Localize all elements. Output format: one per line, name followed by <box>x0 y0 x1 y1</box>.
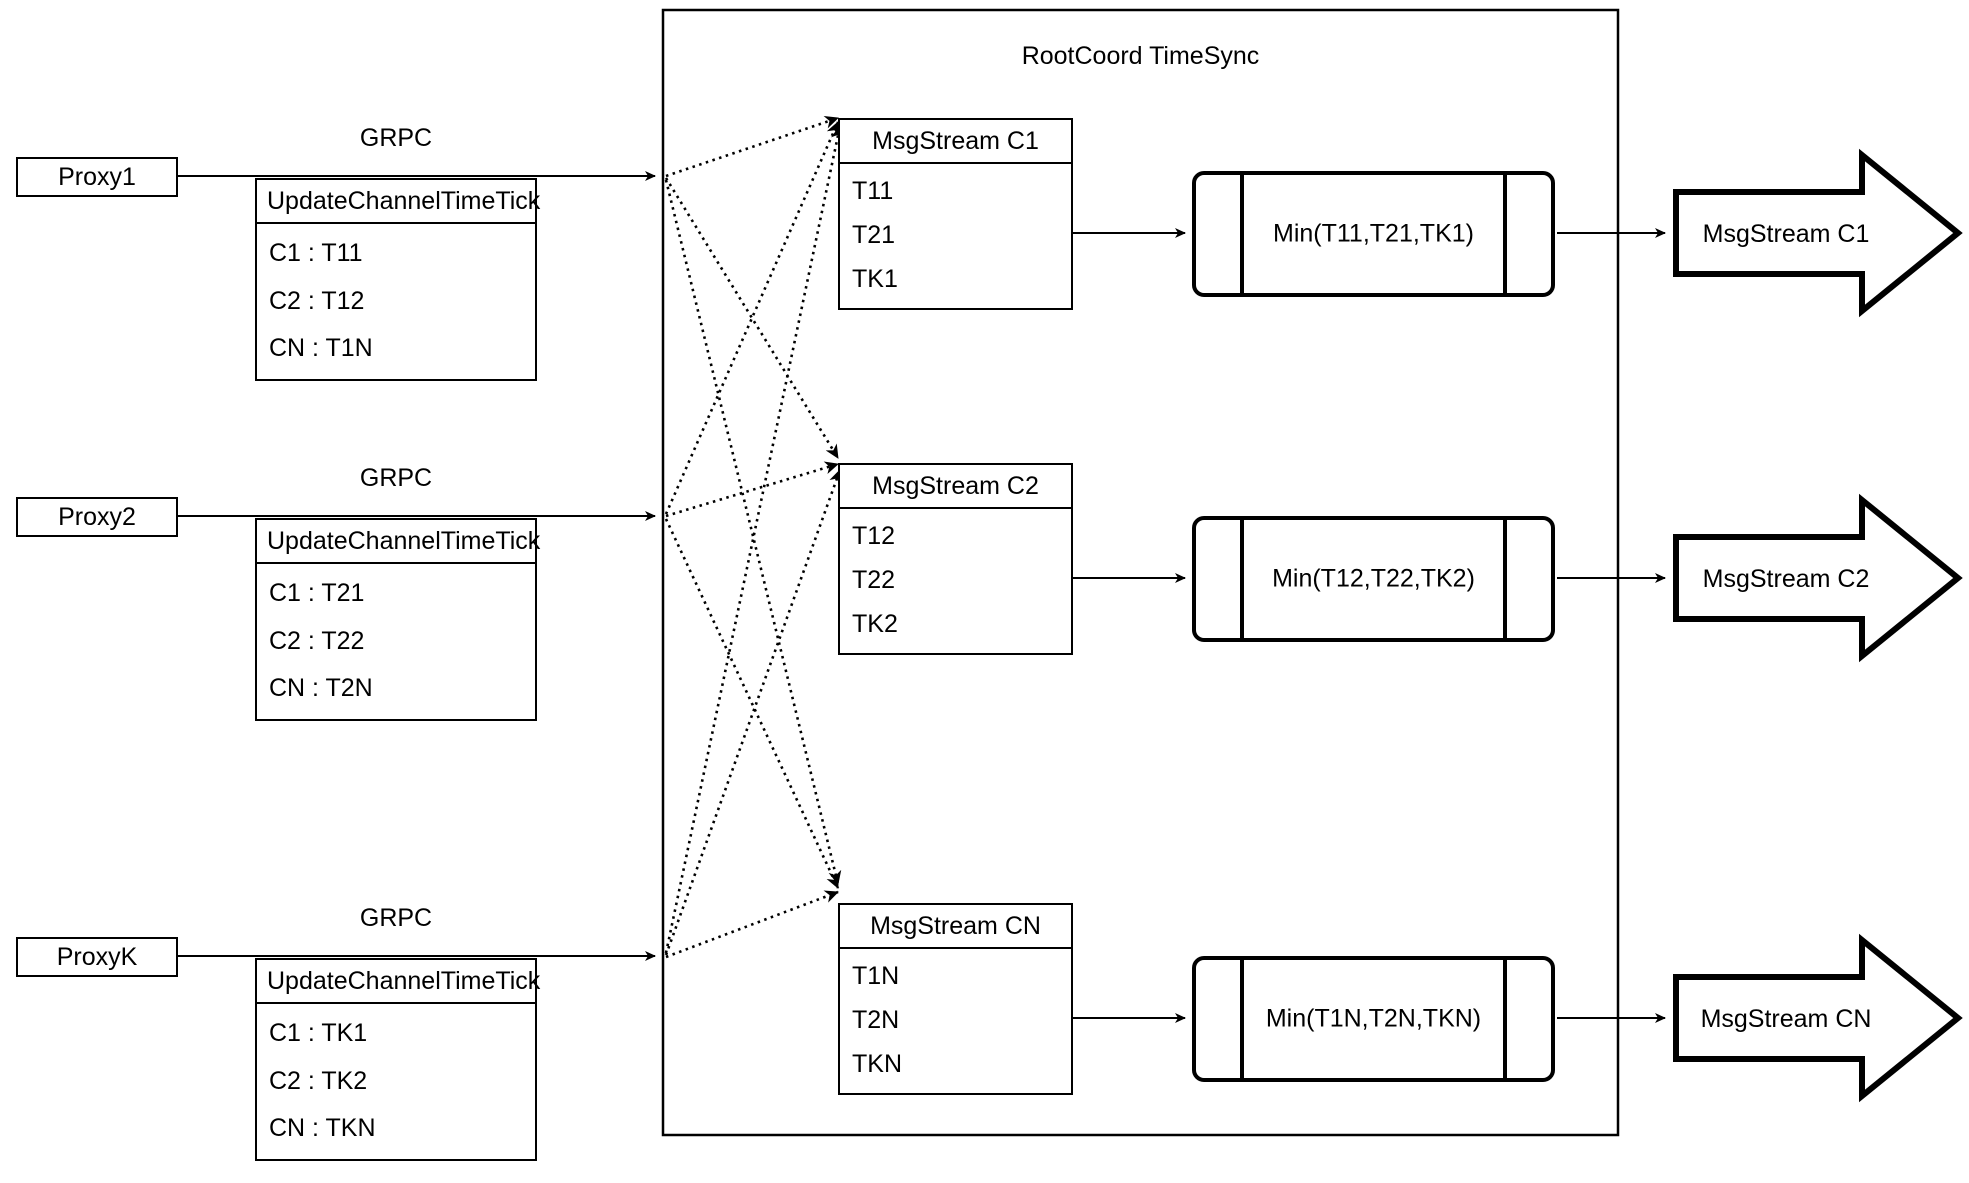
proxy-box-1[interactable]: Proxy1 <box>16 157 178 197</box>
table-row: C2 : T22 <box>269 626 365 655</box>
update-channel-timetick-table-2[interactable]: UpdateChannelTimeTick C1 : T21 C2 : T22 … <box>255 518 540 721</box>
table-row: T2N <box>852 1006 900 1035</box>
proxy-box-3[interactable]: ProxyK <box>16 937 178 977</box>
output-label-3: MsgStream CN <box>1700 1005 1872 1033</box>
dotted-link-p2-c1 <box>664 121 840 515</box>
grpc-label-1: GRPC <box>359 124 433 152</box>
table-row: TKN <box>852 1050 902 1079</box>
table-header-3: UpdateChannelTimeTick <box>257 960 540 1004</box>
process-bar-left <box>1240 520 1244 638</box>
dotted-link-p1-cn <box>664 179 842 885</box>
table-row: C2 : TK2 <box>269 1066 368 1095</box>
table-row: T1N <box>852 962 900 991</box>
table-row: T22 <box>852 566 896 595</box>
process-bar-left <box>1240 175 1244 293</box>
grpc-label-2: GRPC <box>359 464 433 492</box>
msgstream-header-2: MsgStream C2 <box>840 465 1071 509</box>
table-row: TK2 <box>852 610 898 639</box>
dotted-link-p1-c1 <box>665 115 839 178</box>
table-row: CN : T1N <box>269 334 373 363</box>
table-header-2: UpdateChannelTimeTick <box>257 520 540 564</box>
min-label-3: Min(T1N,T2N,TKN) <box>1265 1004 1482 1033</box>
process-bar-right <box>1503 960 1507 1078</box>
table-row: C1 : T21 <box>269 579 365 608</box>
dotted-link-p2-c2 <box>665 461 839 518</box>
table-row: CN : T2N <box>269 674 373 703</box>
table-header-1: UpdateChannelTimeTick <box>257 180 540 224</box>
msgstream-header-3: MsgStream CN <box>840 905 1071 949</box>
proxy-box-2[interactable]: Proxy2 <box>16 497 178 537</box>
table-row: C1 : T11 <box>269 239 363 268</box>
table-row: T21 <box>852 221 896 250</box>
table-row: CN : TKN <box>269 1114 376 1143</box>
process-bar-right <box>1503 520 1507 638</box>
update-channel-timetick-table-1[interactable]: UpdateChannelTimeTick C1 : T11 C2 : T12 … <box>255 178 540 381</box>
proxy-label-1: Proxy1 <box>58 162 136 191</box>
dotted-link-p2-cn <box>664 518 840 889</box>
proxy-label-2: Proxy2 <box>58 502 136 531</box>
dotted-link-pk-cn <box>665 890 839 959</box>
process-bar-right <box>1503 175 1507 293</box>
table-row: C2 : T12 <box>269 286 365 315</box>
msgstream-table-1[interactable]: MsgStream C1 T11 T21 TK1 <box>838 118 1073 310</box>
container-title: RootCoord TimeSync <box>1021 42 1260 70</box>
dotted-link-p1-c2 <box>664 177 840 459</box>
output-label-2: MsgStream C2 <box>1702 565 1870 593</box>
dotted-link-pk-c1 <box>664 125 844 954</box>
min-process-2[interactable]: Min(T12,T22,TK2) <box>1192 516 1555 642</box>
msgstream-table-3[interactable]: MsgStream CN T1N T2N TKN <box>838 903 1073 1095</box>
msgstream-header-1: MsgStream C1 <box>840 120 1071 164</box>
min-process-3[interactable]: Min(T1N,T2N,TKN) <box>1192 956 1555 1082</box>
table-row: T11 <box>852 177 894 206</box>
table-row: TK1 <box>852 265 898 294</box>
grpc-label-3: GRPC <box>359 904 433 932</box>
msgstream-table-2[interactable]: MsgStream C2 T12 T22 TK2 <box>838 463 1073 655</box>
output-label-1: MsgStream C1 <box>1702 220 1870 248</box>
min-label-2: Min(T12,T22,TK2) <box>1272 564 1475 593</box>
min-label-1: Min(T11,T21,TK1) <box>1273 219 1474 248</box>
table-row: C1 : TK1 <box>269 1019 368 1048</box>
process-bar-left <box>1240 960 1244 1078</box>
proxy-label-3: ProxyK <box>56 942 138 971</box>
dotted-link-pk-c2 <box>664 469 842 956</box>
update-channel-timetick-table-3[interactable]: UpdateChannelTimeTick C1 : TK1 C2 : TK2 … <box>255 958 540 1161</box>
table-row: T12 <box>852 522 896 551</box>
min-process-1[interactable]: Min(T11,T21,TK1) <box>1192 171 1555 297</box>
